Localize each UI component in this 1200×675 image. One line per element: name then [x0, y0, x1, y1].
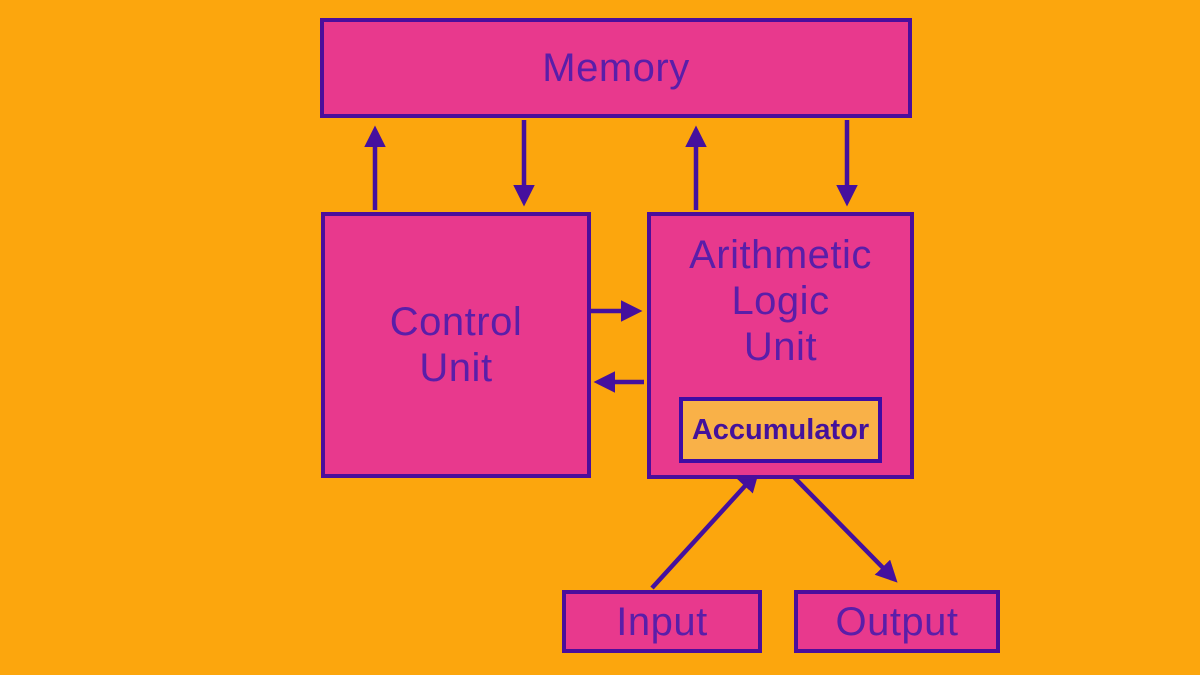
- alu-label-line2: Logic: [731, 279, 830, 323]
- accumulator-box: Accumulator: [679, 397, 882, 463]
- alu-label-line1: Arithmetic: [689, 233, 872, 277]
- input-label: Input: [616, 599, 708, 644]
- accumulator-label: Accumulator: [691, 413, 870, 446]
- connector-input-to-accumulator: [650, 470, 760, 590]
- control-unit-box: Control Unit: [321, 212, 591, 478]
- control-unit-label-line2: Unit: [419, 346, 493, 390]
- connector-accumulator-to-output: [782, 465, 898, 583]
- control-unit-label-line1: Control: [389, 300, 523, 344]
- memory-label: Memory: [542, 46, 690, 90]
- output-box: Output: [794, 590, 1000, 653]
- alu-label-line3: Unit: [743, 325, 818, 369]
- input-box: Input: [562, 590, 762, 653]
- memory-box: Memory: [320, 18, 912, 118]
- output-label: Output: [835, 599, 959, 644]
